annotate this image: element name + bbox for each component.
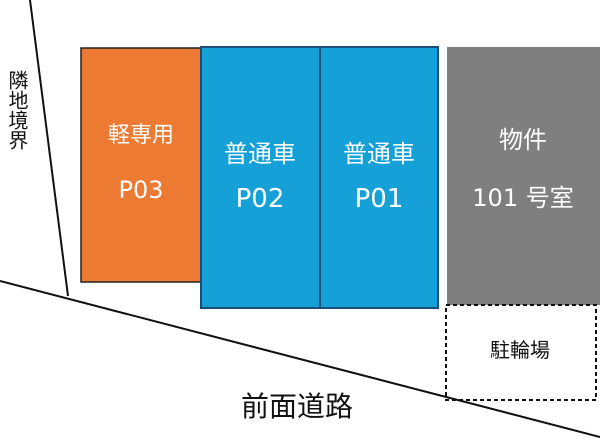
building-block: 物件 101 号室	[447, 47, 600, 305]
parking-space-p01: 普通車 P01	[319, 46, 439, 309]
bicycle-parking-rect	[445, 304, 597, 401]
parking-space-p01-type: 普通車	[343, 140, 415, 168]
parking-space-p03: 軽専用 P03	[80, 47, 202, 283]
parking-space-p02-type: 普通車	[224, 140, 296, 168]
parking-space-p03-code: P03	[118, 176, 163, 204]
building-rect	[447, 47, 600, 305]
bicycle-parking-area: 駐輪場	[445, 304, 597, 401]
parking-space-p02-code: P02	[236, 184, 285, 214]
front-road-label: 前面道路	[241, 390, 353, 423]
parking-space-p02: 普通車 P02	[200, 46, 321, 309]
parking-space-p01-code: P01	[355, 184, 404, 214]
neighbor-boundary-label: 隣地境界	[5, 70, 29, 150]
bicycle-parking-label: 駐輪場	[490, 338, 550, 362]
building-title: 物件	[499, 126, 547, 154]
parking-space-p03-rect	[80, 47, 202, 283]
parking-space-p03-type: 軽専用	[108, 123, 174, 148]
neighbor-boundary-line	[29, 0, 69, 297]
parking-space-p02-rect	[200, 46, 321, 309]
front-road-line	[0, 280, 600, 438]
building-room: 101 号室	[472, 184, 573, 212]
parking-space-p01-rect	[319, 46, 439, 309]
